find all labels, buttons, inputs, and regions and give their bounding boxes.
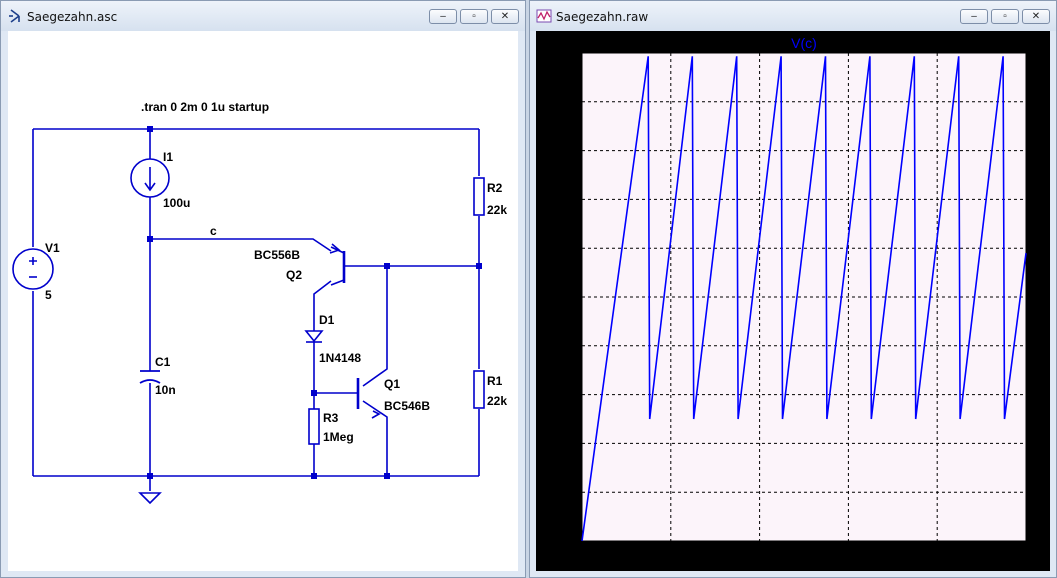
minimize-icon: – <box>971 10 977 22</box>
junction-dot <box>476 263 482 269</box>
wire-q1-emitter <box>362 400 388 476</box>
schematic-file-icon <box>9 9 20 23</box>
trace-name-label[interactable]: V(c) <box>791 35 817 51</box>
c1-symbol[interactable] <box>139 370 161 384</box>
wire-net-c <box>150 238 332 252</box>
schematic-window[interactable]: Saegezahn.asc – ▫ ✕ <box>0 0 526 578</box>
c1-ref: C1 <box>155 355 171 369</box>
y-tick-label: 0.3V <box>551 484 580 500</box>
y-tick-label: 2.4V <box>551 143 580 159</box>
q1-symbol[interactable] <box>356 378 381 419</box>
r3-ref: R3 <box>323 411 339 425</box>
q1-value: BC546B <box>384 399 430 413</box>
schematic-canvas[interactable]: .tran 0 2m 0 1u startup c V1 5 I1 100u R… <box>8 31 518 571</box>
minimize-button[interactable]: – <box>429 9 457 24</box>
junction-dot <box>384 263 390 269</box>
r1-symbol[interactable] <box>473 370 485 409</box>
waveform-file-icon <box>536 9 552 23</box>
c1-value: 10n <box>155 383 176 397</box>
y-tick-label: 1.2V <box>551 338 580 354</box>
q2-ref: Q2 <box>286 268 302 282</box>
i1-symbol[interactable] <box>130 158 170 198</box>
schematic-drawing[interactable]: .tran 0 2m 0 1u startup c V1 5 I1 100u R… <box>8 31 520 573</box>
waveform-titlebar[interactable]: Saegezahn.raw – ▫ ✕ <box>530 1 1056 31</box>
r3-value: 1Meg <box>323 430 354 444</box>
restore-icon: ▫ <box>1003 10 1007 22</box>
v1-ref: V1 <box>45 241 60 255</box>
v1-value: 5 <box>45 288 52 302</box>
y-tick-label: 2.7V <box>551 94 580 110</box>
r2-symbol[interactable] <box>473 177 485 216</box>
wire-q2-collector <box>313 280 332 331</box>
junction-dot <box>311 473 317 479</box>
junction-dot <box>147 126 153 132</box>
i1-value: 100u <box>163 196 190 210</box>
y-tick-label: 0.9V <box>551 387 580 403</box>
y-tick-label: 1.5V <box>551 289 580 305</box>
y-tick-label: 3.0V <box>551 45 580 61</box>
waveform-window-title: Saegezahn.raw <box>556 10 649 24</box>
net-label-c[interactable]: c <box>210 224 217 238</box>
x-tick-label: 2.0ms <box>1002 548 1040 564</box>
close-button[interactable]: ✕ <box>491 9 519 24</box>
x-tick-label: 1.6ms <box>918 548 956 564</box>
d1-symbol[interactable] <box>304 330 324 343</box>
ground-symbol <box>138 492 162 505</box>
q2-value: BC556B <box>254 248 300 262</box>
r2-ref: R2 <box>487 181 503 195</box>
restore-button[interactable]: ▫ <box>991 9 1019 24</box>
junction-dot <box>147 236 153 242</box>
junction-dot <box>311 390 317 396</box>
q1-ref: Q1 <box>384 377 400 391</box>
junction-dot <box>147 473 153 479</box>
plot-pane[interactable]: 0.0V 0.3V 0.6V 0.9V 1.2V 1.5V 1.8V 2.1V 2.4V 2.7V… <box>536 31 1050 571</box>
close-button[interactable]: ✕ <box>1022 9 1050 24</box>
waveform-plot[interactable]: 0.0V 0.3V 0.6V 0.9V 1.2V 1.5V 1.8V 2.1V 2.4V 2.7V… <box>536 31 1052 573</box>
q2-symbol[interactable] <box>329 243 346 286</box>
restore-button[interactable]: ▫ <box>460 9 488 24</box>
d1-value: 1N4148 <box>319 351 361 365</box>
close-icon: ✕ <box>500 10 510 22</box>
i1-ref: I1 <box>163 150 173 164</box>
junction-dot <box>384 473 390 479</box>
minimize-icon: – <box>440 10 446 22</box>
r1-value: 22k <box>487 394 507 408</box>
series-line-v-c[interactable] <box>581 56 1027 542</box>
v1-symbol[interactable] <box>12 248 54 290</box>
directive-text[interactable]: .tran 0 2m 0 1u startup <box>141 100 269 114</box>
r1-ref: R1 <box>487 374 503 388</box>
y-tick-label: 0.6V <box>551 435 580 451</box>
r3-symbol[interactable] <box>308 408 320 445</box>
minimize-button[interactable]: – <box>960 9 988 24</box>
x-tick-label: 0.0ms <box>563 548 601 564</box>
waveform-window[interactable]: Saegezahn.raw – ▫ ✕ 0.0V 0.3V 0.6V 0.9V 1.2V… <box>529 0 1057 578</box>
restore-icon: ▫ <box>472 10 476 22</box>
x-tick-label: 0.8ms <box>741 548 779 564</box>
d1-ref: D1 <box>319 313 335 327</box>
x-tick-label: 0.4ms <box>652 548 690 564</box>
schematic-window-title: Saegezahn.asc <box>27 10 118 24</box>
y-tick-label: 0.0V <box>551 533 580 549</box>
y-tick-label: 2.1V <box>551 191 580 207</box>
close-icon: ✕ <box>1031 10 1041 22</box>
r2-value: 22k <box>487 203 507 217</box>
wire-q1-collector <box>362 266 388 387</box>
schematic-titlebar[interactable]: Saegezahn.asc – ▫ ✕ <box>1 1 525 31</box>
y-tick-label: 1.8V <box>551 240 580 256</box>
x-tick-label: 1.2ms <box>829 548 867 564</box>
